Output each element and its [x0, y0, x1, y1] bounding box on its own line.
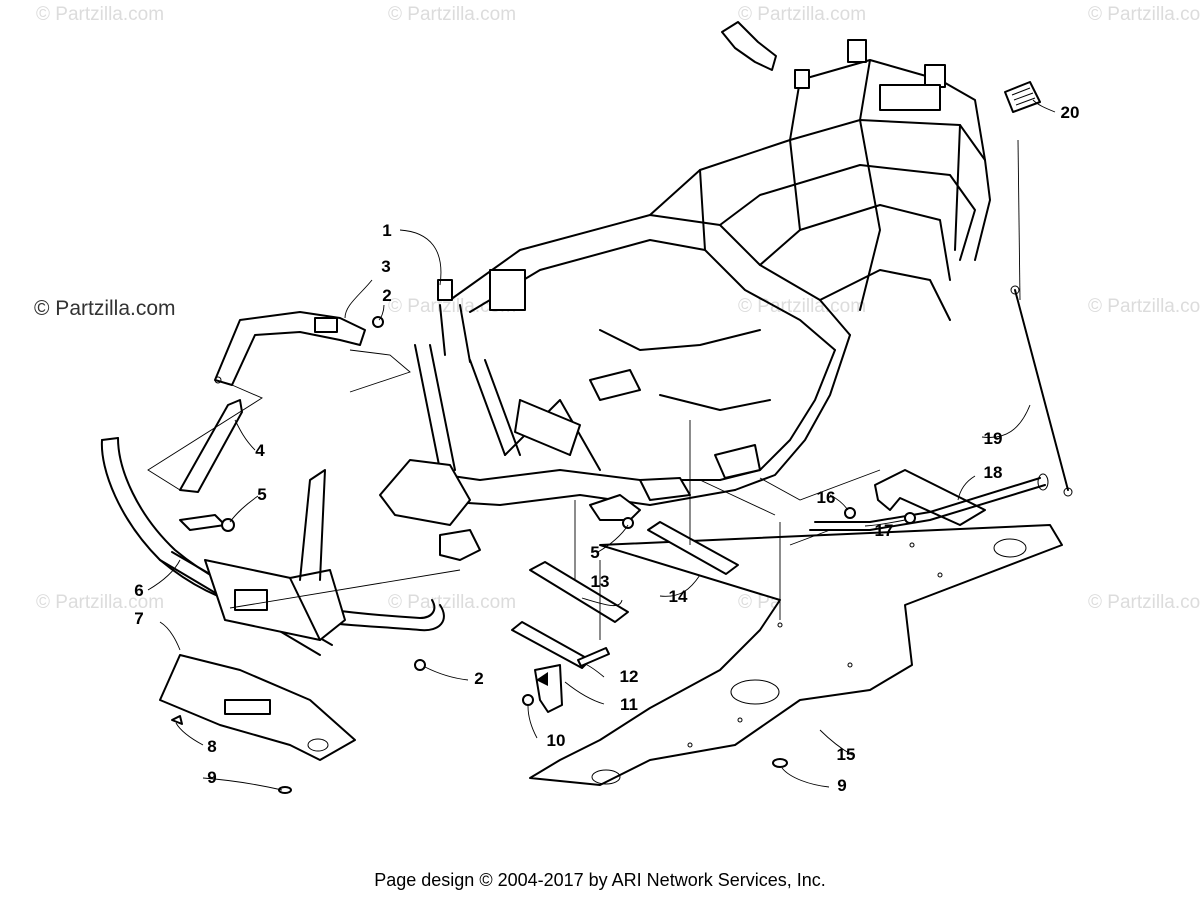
front-bumper[interactable]	[100, 437, 445, 656]
front-rack-bracket[interactable]	[214, 311, 366, 386]
latch-assembly[interactable]	[721, 21, 777, 71]
watermark-prominent: © Partzilla.com	[34, 297, 176, 320]
watermark: © Partzilla.com	[738, 296, 867, 317]
callout-4[interactable]: 4	[255, 441, 265, 460]
front-skid-plate[interactable]	[159, 654, 356, 761]
rear-support-tube[interactable]	[809, 473, 1049, 531]
frame-rail-13[interactable]	[529, 561, 629, 623]
frame-rail-14[interactable]	[647, 521, 739, 575]
callout-5[interactable]: 5	[257, 485, 267, 504]
callout-9[interactable]: 9	[837, 776, 847, 795]
callout-11[interactable]: 11	[620, 695, 638, 714]
watermark: © Partzilla.com	[388, 592, 517, 613]
callout-20[interactable]: 20	[1060, 103, 1080, 122]
callout-15[interactable]: 15	[836, 745, 856, 764]
callout-17[interactable]: 17	[874, 521, 894, 540]
watermark: © Partzilla.com	[738, 4, 867, 25]
watermark: © Partzilla.com	[388, 296, 517, 317]
watermark: © Partzilla.com	[1088, 592, 1200, 613]
main-frame[interactable]	[379, 39, 991, 561]
callout-2[interactable]: 2	[474, 669, 484, 688]
callout-12[interactable]: 12	[619, 667, 639, 686]
watermark: © Partzilla.com	[36, 4, 165, 25]
callout-1[interactable]: 1	[382, 221, 392, 240]
skid-plate[interactable]	[529, 524, 1063, 786]
watermark: © Partzilla.com	[388, 4, 517, 25]
support-rod[interactable]	[1010, 285, 1073, 497]
callout-13[interactable]: 13	[590, 572, 610, 591]
callout-5[interactable]: 5	[590, 543, 600, 562]
callout-19[interactable]: 19	[983, 429, 1003, 448]
callout-9[interactable]: 9	[207, 768, 217, 787]
watermark: © Partzilla.com	[1088, 296, 1200, 317]
callout-7[interactable]: 7	[134, 609, 144, 628]
callout-18[interactable]: 18	[983, 463, 1003, 482]
bolt-fastener[interactable]	[171, 316, 916, 794]
watermark: © Partzilla.com	[1088, 4, 1200, 25]
callout-8[interactable]: 8	[207, 737, 217, 756]
callout-16[interactable]: 16	[816, 488, 836, 507]
bumper-brace[interactable]	[179, 399, 243, 493]
callout-14[interactable]: 14	[668, 587, 688, 606]
reflector-pad[interactable]	[1004, 81, 1041, 113]
callout-10[interactable]: 10	[546, 731, 566, 750]
callout-2[interactable]: 2	[382, 286, 392, 305]
page-footer-copyright: Page design © 2004-2017 by ARI Network S…	[374, 870, 826, 890]
callout-6[interactable]: 6	[134, 581, 144, 600]
watermark: © Partzilla.com	[36, 592, 165, 613]
callout-3[interactable]: 3	[381, 257, 391, 276]
rear-bracket[interactable]	[874, 469, 986, 526]
